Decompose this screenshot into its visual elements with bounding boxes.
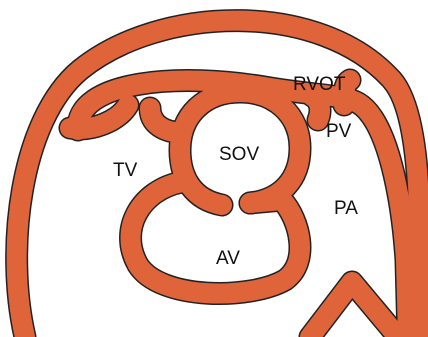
label-pv: PV [326,121,352,142]
label-rvot: RVOT [293,74,346,95]
label-tv: TV [113,160,138,181]
label-pa: PA [334,198,358,219]
label-av: AV [216,248,240,269]
label-sov: SOV [219,144,259,165]
wall-fills [17,21,420,337]
